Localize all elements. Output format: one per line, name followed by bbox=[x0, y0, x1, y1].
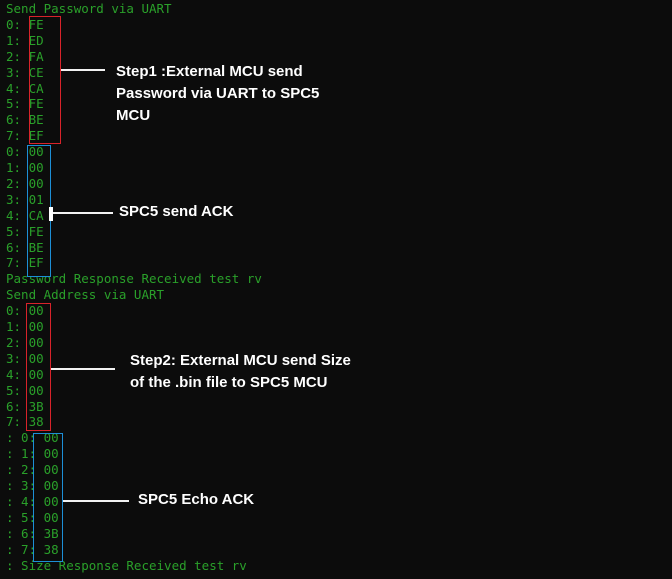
ack-connector-line bbox=[53, 212, 113, 214]
terminal-line: 3: 01 bbox=[6, 191, 44, 207]
terminal-line: : 1: 00 bbox=[6, 446, 59, 462]
terminal-line: 1: 00 bbox=[6, 319, 44, 334]
terminal-line: Send Address via UART bbox=[6, 287, 165, 303]
terminal-line: Password Response Received test rv bbox=[6, 271, 262, 287]
step1-connector-line bbox=[61, 69, 105, 71]
echo-ack-annotation: SPC5 Echo ACK bbox=[138, 491, 255, 508]
terminal-line: 3: 00 bbox=[6, 350, 44, 366]
terminal-line: 2: 00 bbox=[6, 175, 44, 191]
cursor-marker bbox=[49, 207, 53, 221]
size-bytes-box bbox=[26, 303, 51, 431]
password-bytes-box bbox=[29, 16, 61, 144]
terminal-line: 1: 00 bbox=[6, 160, 44, 175]
password-ack-box bbox=[27, 145, 51, 277]
terminal-line: 1: ED bbox=[6, 32, 44, 48]
terminal-line: 5: FE bbox=[6, 96, 44, 112]
terminal-line: 5: 00 bbox=[6, 382, 44, 398]
terminal-line: 7: 38 bbox=[6, 414, 44, 430]
terminal-line: 0: FE bbox=[6, 16, 44, 32]
terminal-line: 2: FA bbox=[6, 48, 44, 64]
terminal-line: 0: 00 bbox=[6, 144, 44, 160]
terminal-line: 0: 00 bbox=[6, 303, 44, 319]
terminal-line: 6: 3B bbox=[6, 398, 44, 414]
terminal-line: 3: CE bbox=[6, 64, 44, 80]
terminal-line: : Size Response Received test rv bbox=[6, 557, 247, 573]
ack-annotation: SPC5 send ACK bbox=[119, 203, 234, 220]
terminal-line: 7: EF bbox=[6, 128, 44, 144]
terminal-line: Send Password via UART bbox=[6, 1, 172, 16]
terminal-line: : 0: 00 bbox=[6, 430, 59, 446]
terminal-line: 5: FE bbox=[6, 223, 44, 239]
size-echo-box bbox=[33, 433, 63, 562]
terminal-line: 4: CA bbox=[6, 207, 44, 223]
terminal-line: 6: BE bbox=[6, 239, 44, 255]
echo-connector-line bbox=[63, 500, 129, 502]
terminal-line: : 3: 00 bbox=[6, 478, 59, 493]
terminal-line: 6: BE bbox=[6, 112, 44, 128]
terminal-line: 4: CA bbox=[6, 80, 44, 96]
terminal-line: : 2: 00 bbox=[6, 462, 59, 478]
step2-annotation: Step2: External MCU send Size of the .bi… bbox=[130, 352, 351, 391]
terminal-line: 2: 00 bbox=[6, 334, 44, 350]
terminal-line: 4: 00 bbox=[6, 366, 44, 382]
terminal-line: 7: EF bbox=[6, 255, 44, 271]
terminal-line: : 5: 00 bbox=[6, 509, 59, 525]
step2-connector-line bbox=[51, 368, 115, 370]
step1-annotation: Step1 :External MCU send Password via UA… bbox=[116, 63, 320, 124]
terminal-line: : 4: 00 bbox=[6, 493, 59, 509]
terminal-line: : 6: 3B bbox=[6, 525, 59, 541]
terminal-line: : 7: 38 bbox=[6, 541, 59, 557]
